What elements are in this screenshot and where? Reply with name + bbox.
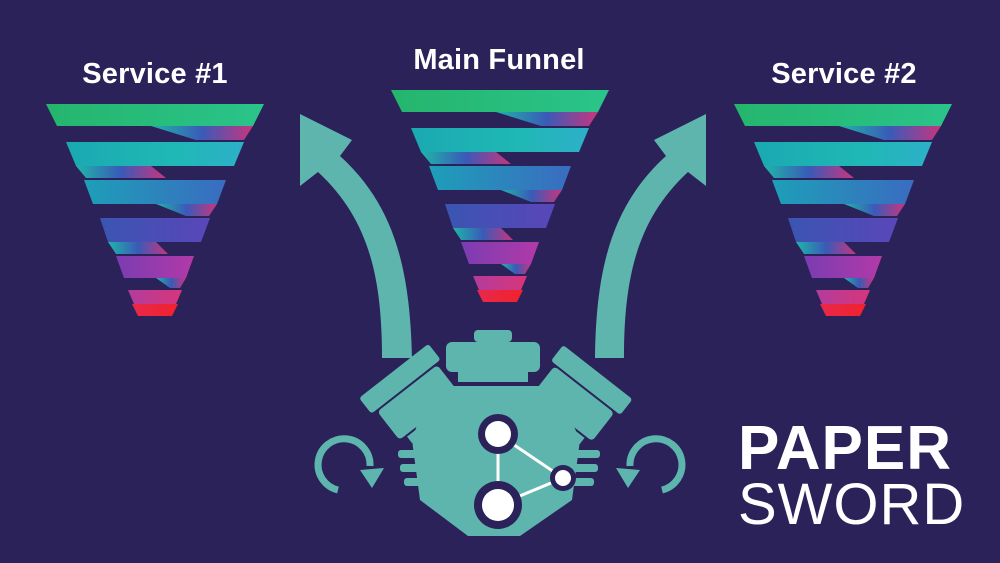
funnel-main [391,90,609,302]
paper-sword-logo: PAPER SWORD [738,414,966,537]
main-funnel-title: Main Funnel [413,44,585,76]
service-2-title: Service #2 [771,58,917,90]
curved-arrow-up-left-icon [300,114,412,358]
engine-belt [474,414,576,529]
funnel-service-1 [46,104,264,316]
rotate-clockwise-icon [616,435,686,494]
funnel-service-2 [734,104,952,316]
curved-arrow-up-right-icon [595,114,706,358]
rotate-counterclockwise-icon [314,435,384,494]
service-1-title: Service #1 [82,58,228,90]
logo-line-2: SWORD [738,472,966,537]
engine-icon [360,330,632,536]
logo-line-1: PAPER [738,414,953,483]
